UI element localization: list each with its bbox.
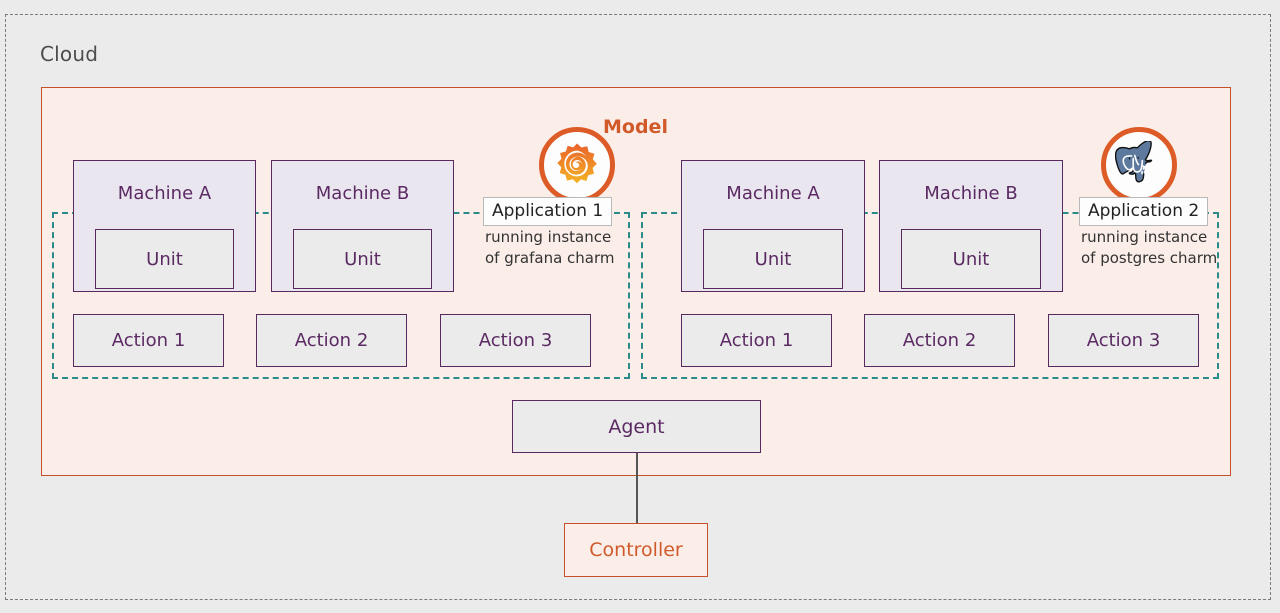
machine-title: Machine A (117, 183, 212, 204)
unit-box[interactable]: Unit (95, 229, 234, 289)
machine-box-a1[interactable]: Machine A Unit (73, 160, 256, 292)
action-box[interactable]: Action 3 (440, 314, 591, 367)
agent-box[interactable]: Agent (512, 400, 761, 453)
action-box[interactable]: Action 1 (73, 314, 224, 367)
action-box[interactable]: Action 3 (1048, 314, 1199, 367)
model-label: Model (603, 116, 668, 138)
controller-box[interactable]: Controller (564, 523, 708, 577)
machine-title: Machine B (924, 183, 1018, 204)
machine-box-a2[interactable]: Machine A Unit (681, 160, 865, 292)
unit-box[interactable]: Unit (293, 229, 432, 289)
action-box[interactable]: Action 1 (681, 314, 832, 367)
application-2-badge: Application 2 (1079, 197, 1209, 226)
application-1-caption: running instance of grafana charm (485, 227, 615, 269)
grafana-icon (539, 127, 615, 203)
application-2-caption-line2: of postgres charm (1081, 249, 1218, 267)
agent-controller-connector (636, 453, 638, 523)
action-box[interactable]: Action 2 (256, 314, 407, 367)
postgresql-icon (1101, 127, 1177, 203)
machine-box-b2[interactable]: Machine B Unit (879, 160, 1063, 292)
application-1-caption-line2: of grafana charm (485, 249, 615, 267)
action-box[interactable]: Action 2 (864, 314, 1015, 367)
application-2-caption: running instance of postgres charm (1081, 227, 1217, 269)
unit-box[interactable]: Unit (901, 229, 1041, 289)
machine-box-b1[interactable]: Machine B Unit (271, 160, 454, 292)
application-2-caption-line1: running instance (1081, 228, 1208, 246)
application-1-caption-line1: running instance (485, 228, 612, 246)
machine-title: Machine B (315, 183, 410, 204)
unit-box[interactable]: Unit (703, 229, 843, 289)
machine-title: Machine A (726, 183, 820, 204)
application-1-badge: Application 1 (483, 197, 613, 226)
cloud-label: Cloud (40, 42, 99, 66)
